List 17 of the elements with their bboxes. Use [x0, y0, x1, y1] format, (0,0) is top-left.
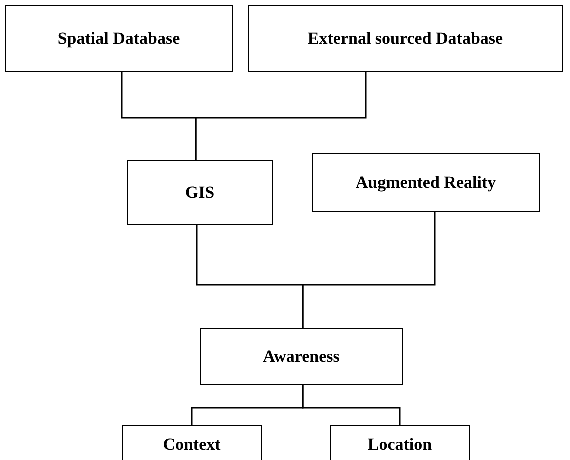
box-label: Context: [163, 434, 221, 456]
process-box: [122, 425, 262, 460]
box-label: GIS: [185, 182, 215, 204]
box-label: External sourced Database: [308, 28, 504, 50]
box-label: Location: [368, 434, 432, 456]
process-box: [248, 5, 563, 72]
connector-line: [302, 385, 401, 425]
box-label: Awareness: [263, 346, 340, 368]
box-label: Spatial Database: [58, 28, 180, 50]
process-box: [312, 153, 540, 212]
box-label: Augmented Reality: [356, 172, 496, 194]
connector-line: [195, 72, 367, 160]
process-box: [330, 425, 470, 460]
connector-line: [302, 212, 436, 328]
process-box: [5, 5, 233, 72]
process-box: [127, 160, 273, 225]
process-box: [200, 328, 403, 385]
